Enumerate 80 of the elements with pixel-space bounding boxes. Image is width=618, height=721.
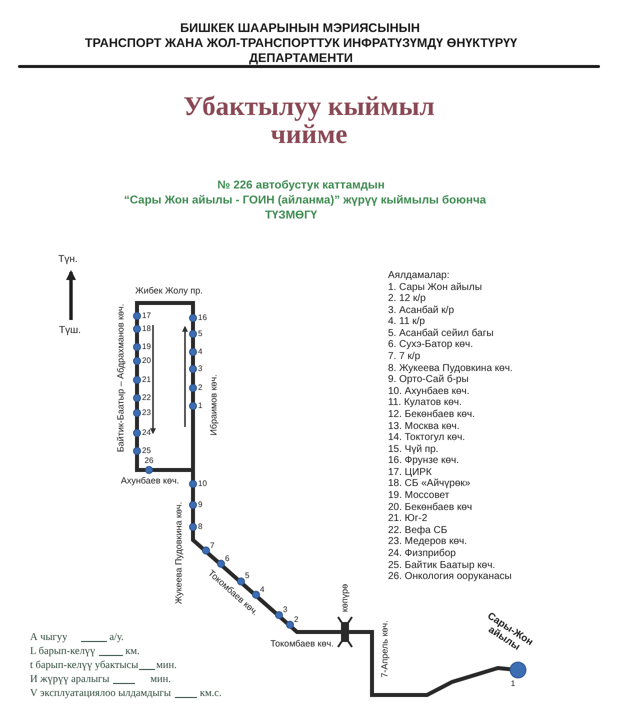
stop-number: 24	[142, 429, 151, 437]
unit-label: мин.	[156, 659, 177, 673]
stop-number: 1	[510, 680, 516, 688]
stop-number: 10	[198, 480, 207, 488]
stop-number: 5	[245, 572, 250, 580]
street-label: Жукеева Пудовкина көч.	[174, 502, 184, 604]
street-label: Байтик-Баатыр – Абдрахманов көч.	[116, 304, 126, 452]
street-label: Ахунбаев көч.	[120, 476, 180, 486]
stop-list-item: 7. 7 к/р	[388, 352, 420, 362]
stop-list-item: 5. Асанбай сейил багы	[388, 328, 494, 339]
stop-list-item: 13. Москва көч.	[388, 422, 460, 432]
stop-list-item: 8. Жукеева Пудовкина көч.	[388, 364, 513, 374]
header-text: БИШКЕК ШААРЫНЫН МЭРИЯСЫНЫН	[180, 22, 420, 34]
form-label: А чыгуу	[30, 631, 68, 645]
stop-list-item: 4. 11 к/р	[388, 317, 425, 328]
compass-label: Түн.	[58, 255, 78, 265]
stop-list-item: 9. Орто-Сай б-ры	[388, 375, 469, 386]
stop-list-item: 24. Физприбор	[388, 548, 456, 559]
stop-number: 3	[283, 606, 288, 614]
stop-list-item: 26. Онкология ооруканасы	[388, 572, 512, 582]
stop-list-item: 21. Юг-2	[388, 514, 428, 524]
stop-list-item: 2. 12 к/р	[388, 294, 426, 304]
stop-list-item: 15. Чүй пр.	[388, 444, 438, 455]
stop-number: 5	[198, 330, 202, 338]
stop-number: 18	[142, 325, 151, 333]
street-label: Токомбаев көч.	[270, 640, 334, 648]
stop-list-item: 1. Сары Жон айылы	[388, 282, 482, 293]
header-text: ТРАНСПОРТ ЖАНА ЖОЛ-ТРАНСПОРТТУК ИНФРАТҮЗҮМДҮ ӨНҮКТҮРҮҮ	[84, 36, 518, 50]
form-label: V эксплуатациялоо ылдамдыгы	[30, 687, 171, 701]
stop-number: 16	[198, 314, 207, 322]
street-label: Ибраимов көч.	[210, 374, 218, 436]
form-label: И жүрүү аралыгы	[30, 673, 110, 687]
unit-label: км.	[125, 645, 140, 659]
stop-list-item: 22. Вефа СБ	[388, 526, 448, 536]
stop-number: 19	[142, 343, 151, 351]
stop-list-item: 23. Медеров көч.	[388, 537, 467, 548]
stop-number: 9	[198, 501, 202, 509]
stop-number: 1	[198, 402, 202, 410]
stop-list-item: 12. Бекөнбаев көч.	[388, 410, 475, 420]
header-text: ДЕПАРТАМЕНТИ	[249, 52, 353, 64]
stop-list-item: 19. Моссовет	[388, 491, 450, 502]
subtitle-text: “Сары Жон айылы - ГОИН (айланма)” жүрүү кыймылы боюнча	[124, 195, 486, 207]
stop-number: 6	[225, 554, 230, 563]
stop-list-item: 25. Байтик Баатыр көч.	[388, 560, 496, 570]
stop-number: 25	[142, 447, 151, 455]
stop-list-item: 17. ЦИРК	[388, 468, 432, 478]
stop-number: 20	[142, 357, 151, 365]
stop-number: 4	[260, 586, 264, 594]
stop-list-item: 3. Асанбай к/р	[388, 306, 454, 316]
stop-number: 21	[142, 376, 151, 384]
stop-number: 26	[144, 457, 154, 465]
unit-label: а/у.	[109, 631, 124, 645]
form-label: L барып-келүү	[30, 645, 96, 659]
stop-list-item: 18. СБ «Айчүрөк»	[388, 479, 470, 490]
stop-number: 2	[294, 616, 298, 624]
stop-number: 2	[198, 384, 202, 392]
stop-number: 3	[198, 365, 202, 373]
stop-number: 23	[142, 409, 151, 417]
street-label: 7-Апрель көч.	[380, 620, 390, 678]
list-heading: Аялдамалар:	[388, 271, 450, 281]
stop-number: 7	[210, 542, 214, 550]
stop-number: 8	[198, 523, 202, 531]
stop-list-item: 14. Токтогул көч.	[388, 433, 466, 444]
form-label: t барып-келүү убактысы	[30, 659, 138, 673]
compass-label: Түш.	[59, 326, 81, 336]
stop-number: 4	[198, 348, 202, 356]
stop-number: 17	[142, 312, 151, 320]
unit-label: км.с.	[200, 687, 222, 701]
title: Убактылуу кыймыл чийме	[182, 92, 436, 148]
stop-list-item: 20. Бекөнбаев көч	[388, 502, 472, 513]
stop-list-item: 11. Кулатов көч.	[388, 398, 462, 408]
bridge-label: көпүрө	[340, 584, 350, 612]
stop-number: 22	[142, 394, 151, 402]
subtitle-text: ТҮЗМӨГҮ	[264, 210, 318, 222]
street-label: Жибек Жолу пр.	[135, 286, 203, 296]
stop-list-item: 10. Ахунбаев көч.	[388, 386, 470, 397]
unit-label: мин.	[150, 673, 171, 687]
stop-list-item: 6. Сухэ-Батор көч.	[388, 340, 473, 350]
stop-list-item: 16. Фрунзе көч.	[388, 456, 459, 466]
subtitle-text: № 226 автобустук каттамдын	[217, 180, 385, 192]
